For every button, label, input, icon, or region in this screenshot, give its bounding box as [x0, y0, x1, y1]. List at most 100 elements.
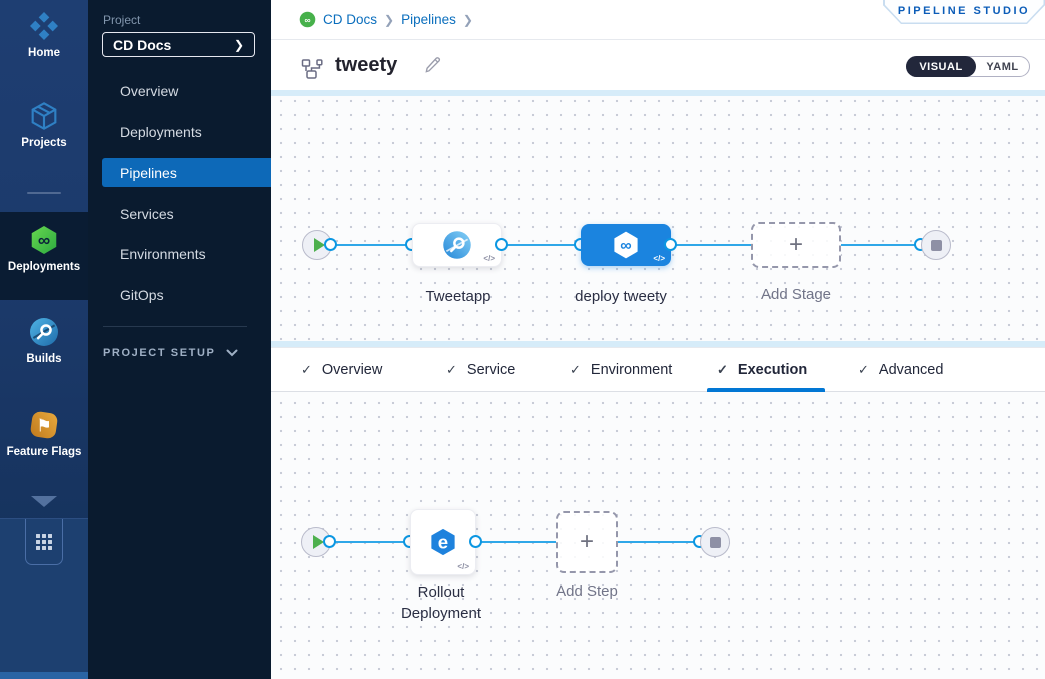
- apps-grid-button[interactable]: [25, 519, 63, 565]
- deployments-icon: ∞: [31, 226, 57, 254]
- svg-text:e: e: [438, 531, 448, 552]
- connector-line: [618, 541, 700, 543]
- breadcrumb-separator: ❯: [384, 12, 395, 27]
- connector-line: [841, 244, 921, 246]
- code-view-icon[interactable]: </>: [653, 254, 665, 263]
- project-setup-toggle[interactable]: PROJECT SETUP: [103, 347, 238, 359]
- chevron-down-icon: [226, 349, 238, 357]
- tab-overview[interactable]: ✓ Overview: [301, 348, 382, 392]
- check-icon: ✓: [446, 362, 457, 377]
- svg-text:∞: ∞: [38, 230, 50, 250]
- stage-node-deploy-tweety[interactable]: ∞ </>: [581, 224, 671, 266]
- sidebar-item-deployments[interactable]: ∞ Deployments: [0, 224, 88, 274]
- sidebar-item-pipelines[interactable]: Pipelines: [102, 158, 271, 187]
- pipeline-end-node[interactable]: [921, 230, 951, 260]
- edit-pencil-icon[interactable]: [423, 55, 443, 75]
- pipeline-icon: [301, 59, 323, 79]
- plus-icon: +: [579, 528, 594, 555]
- project-section-label: Project: [103, 13, 141, 27]
- stage-node-tweetapp[interactable]: </>: [412, 223, 502, 267]
- connector-dot[interactable]: [324, 238, 337, 251]
- breadcrumb-project-link[interactable]: CD Docs: [323, 12, 378, 27]
- svg-text:∞: ∞: [304, 15, 310, 25]
- connector-dot[interactable]: [469, 535, 482, 548]
- execution-start-node[interactable]: [301, 527, 331, 557]
- code-view-icon[interactable]: </>: [483, 254, 495, 263]
- projects-icon: [31, 102, 57, 130]
- step-label-line2: Deployment: [400, 605, 482, 622]
- pipeline-header: tweety VISUAL YAML: [271, 40, 1045, 90]
- visual-yaml-toggle[interactable]: VISUAL YAML: [906, 56, 1030, 77]
- connector-dot[interactable]: [664, 238, 677, 251]
- rail-label: Projects: [21, 137, 67, 149]
- rail-label: Feature Flags: [6, 446, 82, 458]
- tab-label: Execution: [737, 362, 808, 378]
- stage-canvas[interactable]: </> ∞ </> + Tweetapp: [271, 90, 1045, 347]
- tab-label: Environment: [590, 362, 673, 378]
- cd-deploy-icon: ∞: [614, 231, 638, 259]
- toggle-yaml[interactable]: YAML: [986, 60, 1019, 73]
- canvas-top-band: [271, 90, 1045, 96]
- tab-advanced[interactable]: ✓ Advanced: [858, 348, 943, 392]
- rail-collapse-chevron-icon[interactable]: [31, 496, 57, 507]
- connector-line: [671, 244, 751, 246]
- tab-environment[interactable]: ✓ Environment: [570, 348, 672, 392]
- tab-service[interactable]: ✓ Service: [446, 348, 515, 392]
- rail-label: Home: [28, 47, 60, 59]
- plus-icon: +: [788, 231, 803, 258]
- stage-label: deploy tweety: [575, 288, 667, 305]
- feature-flags-icon: ⚑: [30, 411, 58, 439]
- step-label-line1: Rollout: [417, 584, 465, 601]
- stage-tabbar: ✓ Overview ✓ Service ✓ Environment ✓ Exe…: [271, 347, 1045, 392]
- sidebar-item-projects[interactable]: Projects: [0, 100, 88, 150]
- add-step-label: Add Step: [556, 583, 618, 600]
- add-stage-button[interactable]: +: [751, 222, 841, 268]
- sidebar-item-services[interactable]: Services: [120, 206, 174, 222]
- sidebar-item-feature-flags[interactable]: ⚑ Feature Flags: [0, 409, 88, 459]
- play-icon: [312, 535, 324, 549]
- check-icon: ✓: [717, 362, 728, 377]
- execution-end-node[interactable]: [700, 527, 730, 557]
- tab-label: Overview: [321, 362, 383, 378]
- step-node-rollout-deployment[interactable]: e </>: [410, 509, 476, 575]
- tab-label: Service: [466, 362, 516, 378]
- check-icon: ✓: [301, 362, 312, 377]
- svg-text:∞: ∞: [620, 238, 631, 255]
- ci-build-icon: [443, 231, 471, 259]
- pipeline-studio-badge-face: PIPELINE STUDIO: [885, 0, 1044, 23]
- sidebar-item-home[interactable]: Home: [0, 10, 88, 60]
- execution-canvas[interactable]: e </> + Rollout Deployment Add Step: [271, 392, 1045, 679]
- connector-line: [502, 244, 581, 246]
- sidebar-item-overview[interactable]: Overview: [120, 83, 179, 99]
- add-step-button[interactable]: +: [556, 511, 618, 573]
- builds-icon: [30, 318, 58, 346]
- connector-line: [331, 244, 412, 246]
- rail-divider: [27, 192, 61, 194]
- add-stage-label: Add Stage: [760, 286, 832, 303]
- check-icon: ✓: [858, 362, 869, 377]
- rail-label: Builds: [26, 353, 62, 365]
- rail-label: Deployments: [7, 261, 81, 273]
- rail-bottom-section: [0, 518, 88, 679]
- main-content: ∞ CD Docs ❯ Pipelines ❯ PIPELINE STUDIO …: [271, 0, 1045, 679]
- chevron-right-icon: ❯: [233, 37, 244, 52]
- sidebar-item-deployments[interactable]: Deployments: [120, 124, 202, 140]
- sidebar-item-gitops[interactable]: GitOps: [120, 287, 164, 303]
- breadcrumb-pipelines-link[interactable]: Pipelines: [401, 12, 456, 27]
- stop-icon: [709, 536, 721, 548]
- tab-execution[interactable]: ✓ Execution: [717, 348, 807, 392]
- sidebar-item-label: Pipelines: [120, 164, 177, 181]
- play-icon: [313, 238, 325, 252]
- connector-dot[interactable]: [323, 535, 336, 548]
- pipeline-name: tweety: [335, 54, 398, 76]
- sidebar-item-environments[interactable]: Environments: [120, 246, 206, 262]
- pipeline-studio-badge: PIPELINE STUDIO: [883, 0, 1045, 24]
- toggle-visual[interactable]: VISUAL: [906, 56, 976, 77]
- stage-label: Tweetapp: [425, 288, 491, 305]
- project-selector[interactable]: CD Docs ❯: [102, 32, 255, 57]
- connector-line: [476, 541, 556, 543]
- sidebar-item-builds[interactable]: Builds: [0, 316, 88, 366]
- project-setup-label: PROJECT SETUP: [103, 347, 216, 359]
- code-view-icon[interactable]: </>: [457, 562, 469, 571]
- connector-dot[interactable]: [495, 238, 508, 251]
